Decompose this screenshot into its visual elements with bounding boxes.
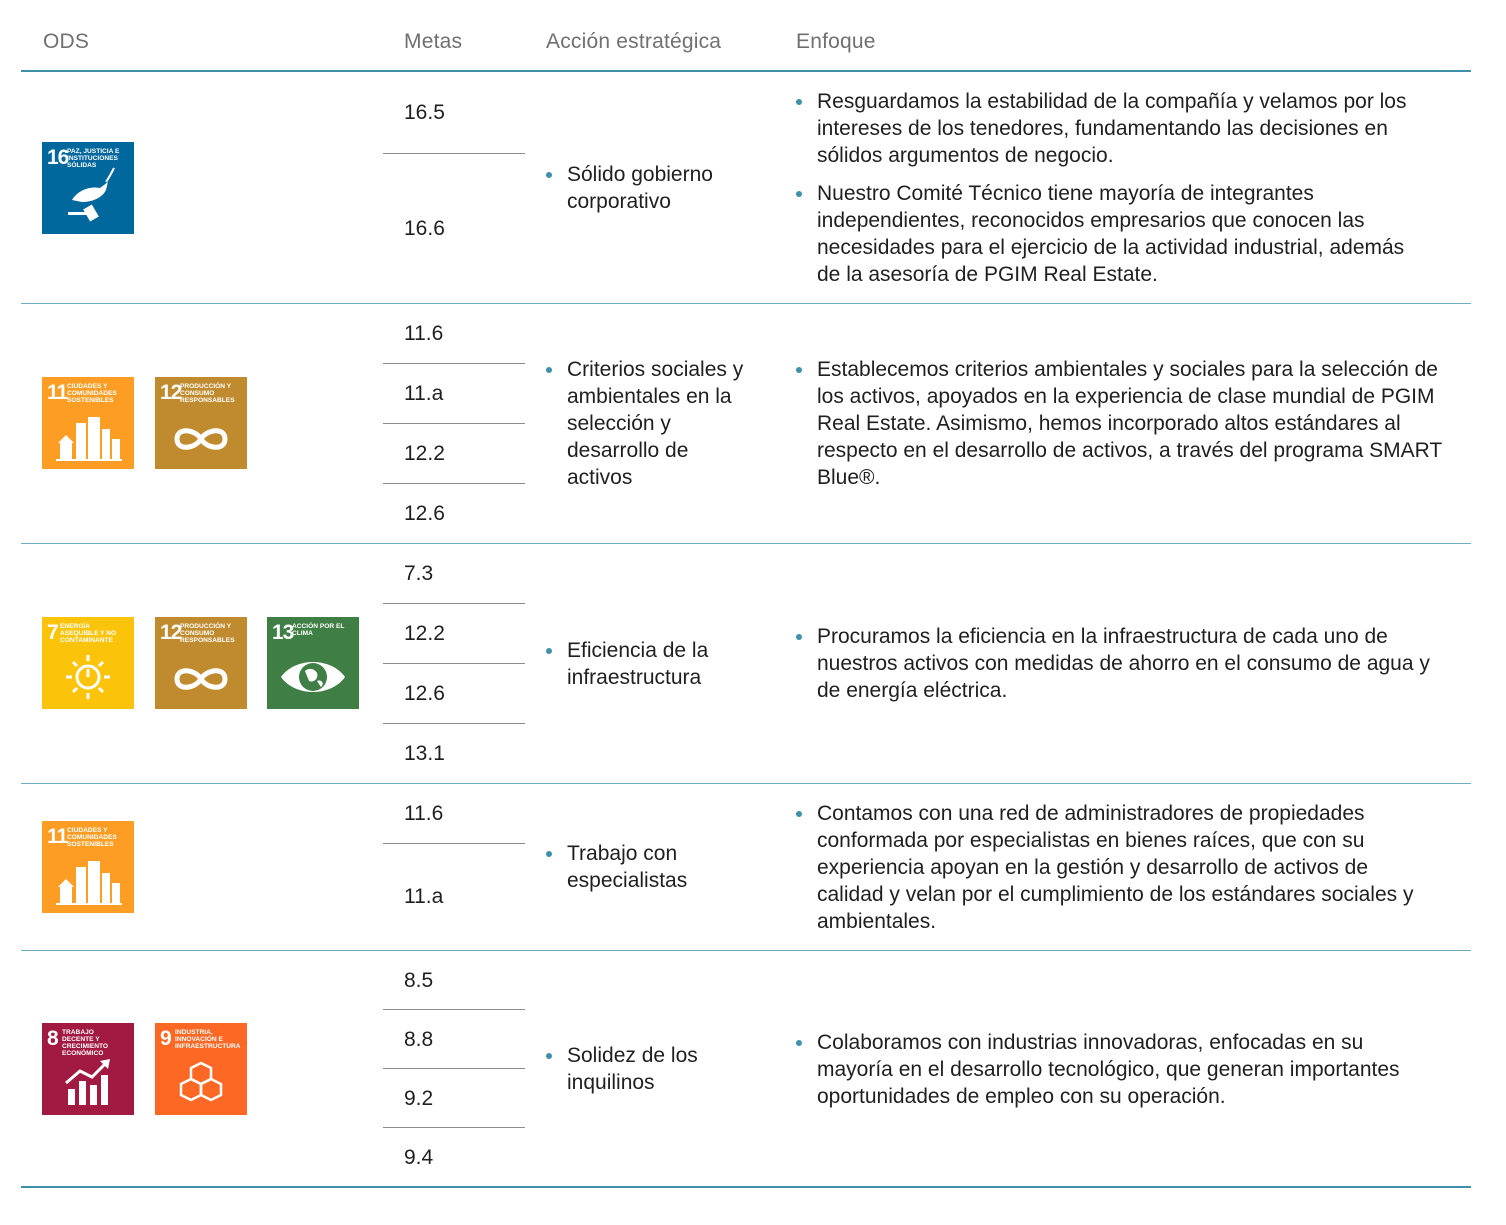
accion-item: Criterios sociales y ambientales en la s… [546, 356, 747, 491]
sdg-11-tile: 11 Ciudades y comunidades sostenibles [42, 377, 134, 469]
sdg-13-tile: 13 Acción por el clima [267, 617, 359, 709]
meta-value: 12.6 [404, 502, 445, 525]
meta-separator [383, 1127, 525, 1128]
header-rule [21, 70, 1471, 72]
meta-value: 11.6 [404, 322, 444, 345]
meta-separator [383, 663, 525, 664]
sdg-16-tile: 16 Paz, justicia e instituciones sólidas [42, 142, 134, 234]
header-enfoque: Enfoque [796, 30, 876, 53]
infinity-icon [174, 428, 228, 450]
meta-value: 11.6 [404, 802, 444, 825]
meta-separator [383, 603, 525, 604]
meta-separator [383, 1068, 525, 1069]
city-icon [56, 861, 122, 905]
header-metas: Metas [404, 30, 463, 53]
meta-separator [383, 153, 525, 154]
header-ods: ODS [43, 30, 90, 53]
row-divider [21, 950, 1471, 951]
sdg-8-tile: 8 Trabajo decente y crecimiento económic… [42, 1023, 134, 1115]
sdg-12-tile: 12 Producción y consumo responsables [155, 617, 247, 709]
meta-separator [383, 363, 525, 364]
row-divider [21, 303, 1471, 304]
meta-value: 16.6 [404, 217, 445, 240]
sun-power-icon [66, 655, 110, 699]
bullet-icon [796, 367, 802, 373]
meta-value: 12.6 [404, 682, 445, 705]
meta-value: 8.5 [404, 969, 434, 992]
meta-value: 16.5 [404, 101, 445, 124]
city-icon [56, 417, 122, 461]
meta-separator [383, 483, 525, 484]
header-accion: Acción estratégica [546, 30, 722, 53]
infinity-icon [174, 668, 228, 690]
enfoque-item: Procuramos la eficiencia en la infraestr… [796, 623, 1437, 704]
meta-value: 11.a [404, 885, 444, 908]
accion-item: Solidez de los inquilinos [546, 1042, 727, 1096]
meta-value: 13.1 [404, 742, 445, 765]
meta-value: 9.4 [404, 1146, 434, 1169]
bullet-icon [546, 851, 552, 857]
meta-value: 12.2 [404, 622, 445, 645]
bullet-icon [546, 648, 552, 654]
accion-item: Trabajo con especialistas [546, 840, 717, 894]
row-divider [21, 543, 1471, 544]
enfoque-item: Establecemos criterios ambientales y soc… [796, 356, 1457, 491]
growth-chart-icon [65, 1059, 110, 1105]
sdg-9-tile: 9 Industria, innovación e infraestructur… [155, 1023, 247, 1115]
meta-value: 12.2 [404, 442, 445, 465]
bullet-icon [546, 367, 552, 373]
bullet-icon [546, 1053, 552, 1059]
bullet-icon [796, 191, 802, 197]
sdg-12-tile: 12 Producción y consumo responsables [155, 377, 247, 469]
bullet-icon [796, 1040, 802, 1046]
meta-value: 8.8 [404, 1028, 434, 1051]
bullet-icon [796, 811, 802, 817]
meta-separator [383, 1009, 525, 1010]
enfoque-item: Resguardamos la estabilidad de la compañ… [796, 88, 1417, 169]
sdg-7-tile: 7 Energía asequible y no contaminante [42, 617, 134, 709]
cubes-icon [179, 1061, 223, 1102]
meta-separator [383, 723, 525, 724]
meta-separator [383, 423, 525, 424]
bullet-icon [796, 99, 802, 105]
sdg-11-tile: 11 Ciudades y comunidades sostenibles [42, 821, 134, 913]
bullet-icon [546, 172, 552, 178]
dove-gavel-icon [68, 167, 115, 222]
bullet-icon [796, 634, 802, 640]
meta-value: 9.2 [404, 1087, 434, 1110]
accion-item: Eficiencia de la infraestructura [546, 637, 762, 691]
accion-item: Sólido gobierno corporativo [546, 161, 762, 215]
enfoque-item: Contamos con una red de administradores … [796, 800, 1437, 935]
enfoque-item: Nuestro Comité Técnico tiene mayoría de … [796, 180, 1427, 288]
table-bottom-rule [21, 1186, 1471, 1188]
row-divider [21, 783, 1471, 784]
meta-separator [383, 843, 525, 844]
earth-eye-icon [281, 662, 345, 692]
meta-value: 11.a [404, 382, 444, 405]
enfoque-item: Colaboramos con industrias innovadoras, … [796, 1029, 1427, 1110]
meta-value: 7.3 [404, 562, 434, 585]
